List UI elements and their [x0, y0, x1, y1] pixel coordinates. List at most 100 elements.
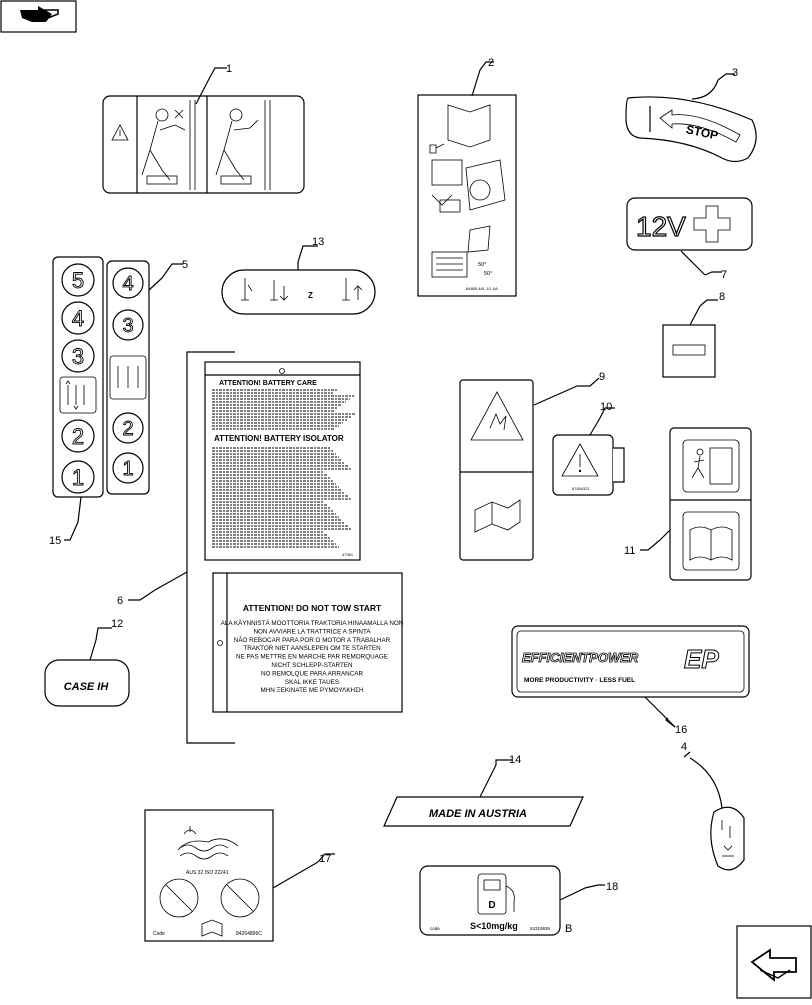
decal-7-12v-positive: 12V: [626, 197, 753, 251]
gear-digit-15: 5: [72, 268, 84, 293]
decal-10-code: 87654321: [572, 486, 591, 491]
callout-10: 10: [600, 401, 612, 413]
tow-line: NICHT SCHLEPP-STARTEN: [271, 662, 353, 669]
callout-11: 11: [624, 545, 635, 557]
gear-circles-15: 5 4 3 2 1: [61, 263, 95, 494]
made-in-label: MADE IN AUSTRIA: [429, 808, 527, 820]
gear-circles-5: 4 3 2 1: [112, 267, 144, 484]
gear-digit-5: 4: [122, 273, 133, 295]
callout-8: 8: [719, 291, 725, 303]
battery-care-title: ATTENTION! BATTERY CARE: [219, 380, 317, 387]
nav-back-icon[interactable]: [0, 0, 77, 33]
label-12v: 12V: [636, 211, 686, 242]
tow-title: ATTENTION! DO NOT TOW START: [243, 603, 382, 613]
callout-3: 3: [732, 67, 738, 79]
battery-isolator-text: [212, 447, 351, 548]
gear-digit-5: 2: [122, 418, 133, 440]
decal-3-stop: STOP: [625, 96, 757, 163]
decal-4-lever-small: [710, 806, 745, 871]
callout-numbers: 1 2 3 4 5 6 7 8 9 10 11 12 13 14 15 16 1…: [49, 57, 738, 893]
tow-line: ALA KÄYNNISTÄ MOOTTORIA TRAKTORIA HINAAM…: [221, 619, 404, 627]
decal-2-engine-service: 50° 50° 84865.461 1/1 AA: [417, 94, 517, 297]
decal-8-negative: [662, 324, 716, 378]
callout-1: 1: [226, 63, 232, 75]
decal-9-battery-explosion: [459, 379, 534, 561]
gear-circle-15-3: [61, 339, 95, 373]
tow-line: NE PAS METTRE EN MARCHE PAR REMORQUAGE: [236, 654, 388, 661]
gear-circle-5-4: [112, 267, 144, 299]
decal-13-lever: Z: [221, 269, 376, 315]
code-18: 84319936: [530, 926, 551, 931]
decal-12-case-ih-logo: CASE IH: [44, 659, 130, 707]
tow-line: NON AVVIARE LA TRATTRICE A SPINTA: [253, 628, 371, 635]
stop-label: STOP: [685, 122, 720, 142]
tow-translations: ALA KÄYNNISTÄ MOOTTORIA TRAKTORIA HINAAM…: [221, 619, 404, 694]
nav-next-icon[interactable]: [736, 925, 812, 999]
code-label-18: code: [430, 926, 440, 931]
battery-care-text: [212, 389, 355, 430]
callout-6: 6: [117, 595, 123, 607]
decal-6-code: 47961: [342, 552, 354, 557]
callout-15: 15: [49, 535, 61, 547]
gear-circle-5-2: [112, 412, 144, 444]
decal-2-code: 84865.461 1/1 AA: [466, 286, 498, 291]
callout-18: 18: [606, 881, 618, 893]
gear-digit-5: 1: [122, 458, 133, 480]
battery-isolator-title: ATTENTION! BATTERY ISOLATOR: [214, 434, 344, 443]
temp-bottom-label: 50°: [484, 271, 492, 277]
efficientpower-label: EFFICIENTPOWER: [522, 650, 639, 665]
gear-digit-15: 3: [72, 344, 84, 369]
decal-6a-battery-care: ATTENTION! BATTERY CARE ATTENTION! BATTE…: [204, 361, 361, 561]
temp-top-label: 50°: [478, 262, 486, 268]
callout-4: 4: [681, 741, 687, 753]
callout-12: 12: [111, 618, 123, 630]
case-ih-logo: CASE IH: [64, 681, 110, 693]
tow-line: NÃO REBOCAR PARA POR O MOTOR A TRABALHAR: [234, 635, 391, 644]
decal-15-gear-lever: 5 4 3 2 1: [52, 256, 104, 498]
decal-17-adblue: AUS 32 ISO 22241 Code 84264896C: [144, 809, 274, 942]
decal-16-efficientpower: EFFICIENTPOWER EP MORE PRODUCTIVITY · LE…: [511, 625, 750, 698]
ep-mark: EP: [684, 644, 719, 674]
gear-circle-15-5: [61, 263, 95, 297]
callout-14: 14: [509, 754, 521, 766]
ep-tagline: MORE PRODUCTIVITY · LESS FUEL: [524, 677, 635, 684]
tow-line: SKAL IKKE TAUES: [285, 679, 339, 686]
callout-2: 2: [488, 57, 494, 69]
gear-digit-15: 4: [72, 306, 84, 331]
callout-17: 17: [319, 853, 331, 865]
tow-line: NO REMOLQUE PARA ARRANCAR: [261, 670, 364, 677]
tow-line: TRAKTOR NIET AANSLEPEN OM TE STARTEN: [243, 645, 381, 652]
decal-11-emergency-exit: [669, 427, 752, 581]
tow-line: ΜΗΝ ΞΕΚΙΝΑΤΕ ΜΕ ΡΥΜΟΥΛΚΗΣΗ: [260, 687, 364, 694]
gear-circle-15-1: [61, 460, 95, 494]
callout-7: 7: [721, 269, 727, 281]
decal-10-warning: 87654321: [552, 434, 625, 496]
svg-text:D: D: [488, 900, 495, 911]
decal-14-made-in-austria: MADE IN AUSTRIA: [383, 796, 584, 827]
decal-18-fuel-spec: D code S<10mg/kg 84319936 B: [419, 865, 572, 936]
callout-9: 9: [599, 371, 605, 383]
fuel-spec: S<10mg/kg: [470, 921, 518, 931]
gear-circle-15-2: [61, 419, 95, 453]
bracket-6: [186, 351, 235, 744]
decal-1-pedal-warning: [102, 95, 305, 194]
gear-digit-15: 2: [72, 424, 84, 449]
code-label-17: Code: [153, 931, 165, 937]
code-17: 84264896C: [236, 931, 262, 937]
callout-5: 5: [182, 259, 188, 271]
rev-18: B: [565, 923, 572, 935]
gear-circle-5-1: [112, 452, 144, 484]
decal-5-gear-lever: 4 3 2 1: [106, 260, 150, 495]
gear-digit-5: 3: [122, 315, 133, 337]
decal-6b-no-tow-start: ATTENTION! DO NOT TOW START ALA KÄYNNIST…: [212, 572, 404, 713]
leader-lines: [64, 61, 735, 901]
gear-circle-5-3: [112, 309, 144, 341]
callout-16: 16: [675, 724, 687, 736]
gear-circle-15-4: [61, 301, 95, 335]
callout-13: 13: [312, 236, 324, 248]
adblue-spec: AUS 32 ISO 22241: [186, 870, 229, 876]
gear-digit-15: 1: [72, 465, 84, 490]
label-z: Z: [308, 291, 313, 300]
